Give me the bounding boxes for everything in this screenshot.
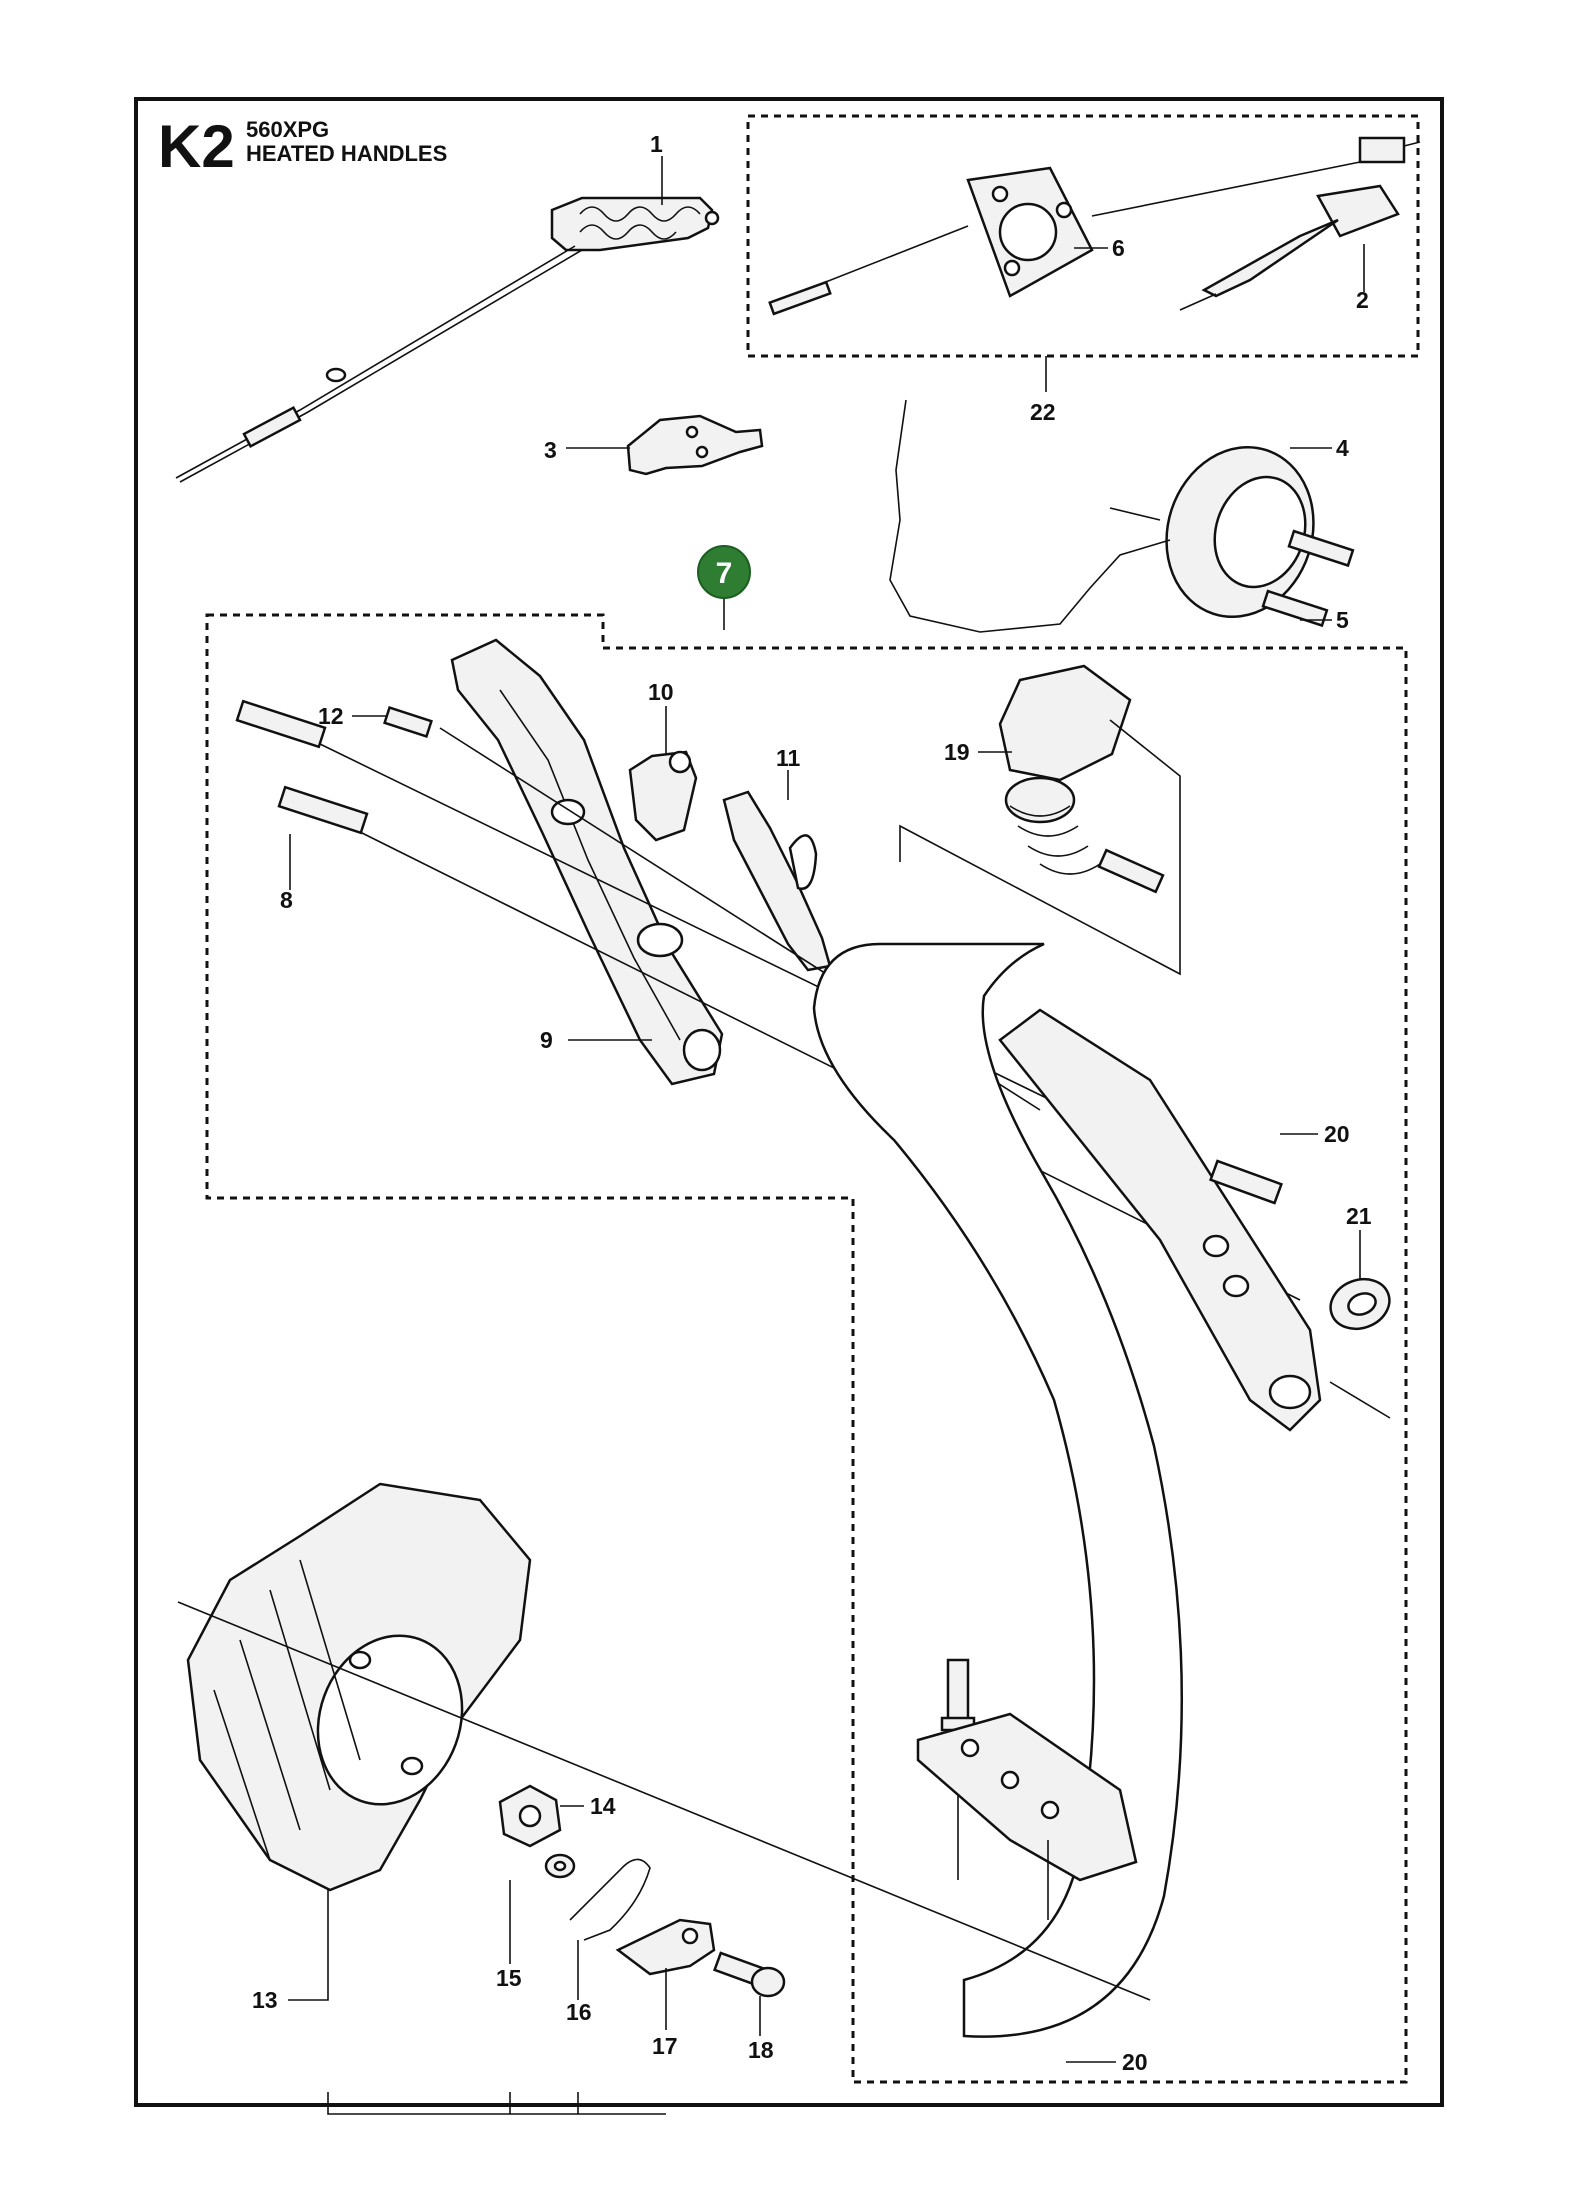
callout-11: 11 xyxy=(776,745,801,771)
part-6-plate xyxy=(768,136,1421,316)
callout-1: 1 xyxy=(650,131,663,157)
callout-2: 2 xyxy=(1356,287,1369,313)
part-17-pawl xyxy=(615,1918,716,1976)
part-10-cap xyxy=(628,750,698,842)
section-title: HEATED HANDLES xyxy=(246,141,448,166)
part-3-bracket xyxy=(626,414,764,476)
callout-5: 5 xyxy=(1336,607,1349,633)
callout-18: 18 xyxy=(748,2037,774,2063)
part-5-screw xyxy=(1261,529,1355,628)
callout-20-lower: 20 xyxy=(1122,2049,1148,2075)
mount-plate xyxy=(916,1712,1138,1920)
part-21-grommet xyxy=(1329,1277,1391,1331)
part-13-flywheel xyxy=(177,1482,1151,2001)
part-18-screw xyxy=(713,1951,786,1998)
callout-4: 4 xyxy=(1336,435,1349,461)
callout-21: 21 xyxy=(1346,1203,1372,1229)
part-12-screw xyxy=(235,699,433,749)
part-19-spring xyxy=(899,664,1181,976)
callout-13: 13 xyxy=(252,1987,278,2013)
callout-20-upper: 20 xyxy=(1324,1121,1350,1147)
callout-8: 8 xyxy=(280,887,293,913)
callout-leaders xyxy=(288,156,1365,2115)
axis-line-2 xyxy=(359,831,1301,1301)
callout-6: 6 xyxy=(1112,235,1125,261)
callout-16: 16 xyxy=(566,1999,592,2025)
part-14-nut xyxy=(498,1784,562,1848)
part-2-connector xyxy=(1179,184,1400,311)
group-7-outline xyxy=(205,613,1408,2084)
part-15-washer xyxy=(544,1853,576,1879)
callout-17: 17 xyxy=(652,2033,678,2059)
callout-10: 10 xyxy=(648,679,674,705)
front-handle-bar xyxy=(812,942,1391,2038)
callout-3: 3 xyxy=(544,437,557,463)
part-1-heating-element xyxy=(175,196,720,483)
part-9-handle-housing xyxy=(450,638,724,1086)
diagram-frame xyxy=(134,97,1444,2107)
callout-22: 22 xyxy=(1030,399,1056,425)
callout-19: 19 xyxy=(944,739,970,765)
callout-12: 12 xyxy=(318,703,344,729)
part-16-spring xyxy=(569,1858,651,1941)
page-code: K2 xyxy=(158,113,235,180)
callout-labels: 1 2 3 4 5 6 8 9 10 11 12 13 14 15 16 17 … xyxy=(252,131,1372,2075)
model-name: 560XPG xyxy=(246,117,330,142)
group-7-badge-label: 7 xyxy=(716,557,733,590)
callout-14: 14 xyxy=(590,1793,616,1819)
part-4-ring xyxy=(889,399,1315,633)
callout-9: 9 xyxy=(540,1027,553,1053)
group-7-badge: 7 xyxy=(697,545,751,599)
part-8-screw xyxy=(277,785,369,835)
callout-15: 15 xyxy=(496,1965,522,1991)
